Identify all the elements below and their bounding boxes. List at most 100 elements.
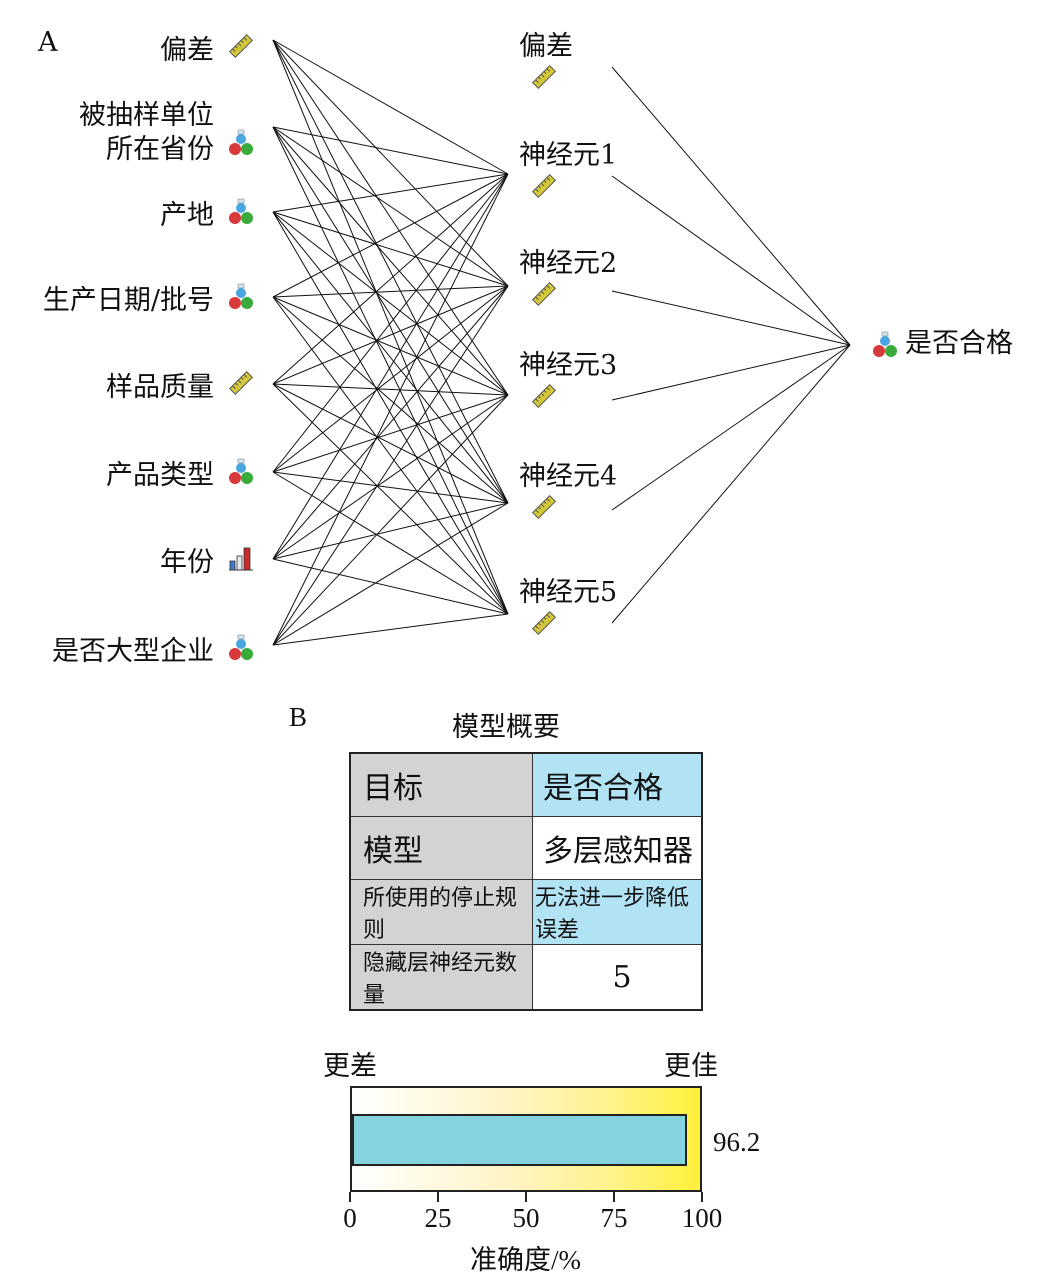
axis-tick (525, 1192, 527, 1202)
input-node-label: 年份 (14, 546, 214, 580)
network-edge (272, 211, 509, 396)
summary-key-stopping-rule: 所使用的停止规则 (349, 879, 533, 945)
summary-key-hidden-count: 隐藏层神经元数量 (349, 944, 533, 1011)
ruler-icon (228, 33, 254, 63)
input-node-label-line: 年份 (160, 547, 214, 578)
model-summary-title: 模型概要 (452, 712, 560, 742)
ruler-icon (228, 370, 254, 400)
network-edge (272, 173, 509, 560)
network-edge (272, 502, 509, 646)
table-row: 所使用的停止规则 无法进一步降低误差 (349, 879, 703, 945)
axis-tick-label: 0 (343, 1203, 357, 1233)
hidden-node-label: 神经元2 (519, 248, 618, 279)
network-edge (272, 471, 509, 615)
network-edge (272, 126, 509, 396)
axis-tick-label: 75 (600, 1203, 628, 1233)
axis-tick-label: 50 (512, 1203, 540, 1233)
nominal-icon (228, 198, 254, 230)
nominal-icon (228, 283, 254, 315)
network-edge (272, 502, 509, 560)
axis-tick-label: 25 (424, 1203, 452, 1233)
network-edge (272, 126, 509, 175)
network-edge (272, 285, 509, 385)
network-edge (611, 344, 851, 401)
input-node-label-line: 产地 (160, 200, 214, 231)
network-edge (611, 66, 851, 346)
network-edges (272, 39, 851, 646)
network-edge (272, 173, 509, 385)
nominal-icon (228, 458, 254, 490)
network-edge (272, 471, 509, 504)
table-row: 目标 是否合格 (349, 752, 703, 817)
hidden-node-label: 神经元1 (519, 140, 618, 171)
axis-tick (349, 1192, 351, 1202)
network-diagram (272, 39, 851, 646)
input-node-label: 是否大型企业 (14, 635, 214, 669)
network-edge (272, 39, 509, 396)
network-edge (272, 211, 509, 504)
summary-value-stopping-rule: 无法进一步降低误差 (532, 879, 703, 945)
network-edge (272, 394, 509, 646)
network-edge (272, 173, 509, 473)
ruler-icon (531, 610, 557, 640)
network-edge (272, 39, 509, 504)
network-edge (272, 126, 509, 504)
network-edge (272, 613, 509, 646)
summary-value-model: 多层感知器 (532, 816, 703, 880)
network-edge (272, 173, 509, 298)
axis-tick (701, 1192, 703, 1202)
axis-tick-label: 100 (681, 1203, 723, 1233)
input-node-label: 产地 (14, 199, 214, 233)
panel-b-label: B (289, 702, 308, 732)
network-edge (272, 211, 509, 615)
input-node-label-line: 生产日期/批号 (42, 285, 214, 316)
network-edge (272, 126, 509, 615)
input-node-label: 被抽样单位所在省份 (14, 99, 214, 167)
hidden-node-label: 神经元4 (519, 461, 618, 492)
accuracy-value: 96.2 (713, 1127, 761, 1157)
network-edge (272, 39, 509, 175)
hidden-node-label: 神经元5 (519, 577, 618, 608)
ruler-icon (531, 281, 557, 311)
output-node-label: 是否合格 (905, 328, 1013, 359)
network-edge (272, 558, 509, 615)
ruler-icon (531, 64, 557, 94)
network-edge (611, 344, 851, 511)
panel-a-label: A (38, 27, 58, 58)
bar-chart-icon (228, 545, 254, 575)
input-node-label: 偏差 (14, 34, 214, 68)
summary-value-target: 是否合格 (532, 752, 703, 817)
network-edge (272, 285, 509, 473)
ruler-icon (531, 173, 557, 203)
network-edge (611, 175, 851, 346)
network-edge (272, 39, 509, 615)
input-node-label-line: 样品质量 (106, 372, 214, 403)
gauge-better-label: 更佳 (664, 1051, 718, 1081)
accuracy-bar (352, 1114, 687, 1166)
network-edge (272, 296, 509, 504)
network-edge (611, 344, 851, 624)
network-edge (272, 394, 509, 473)
network-edge (272, 383, 509, 396)
input-node-label: 生产日期/批号 (14, 284, 214, 318)
input-node-label-line: 产品类型 (106, 460, 214, 491)
nominal-icon (228, 129, 254, 161)
network-edge (272, 39, 509, 287)
input-node-label-line: 被抽样单位 (79, 100, 214, 131)
summary-value-hidden-count: 5 (532, 944, 703, 1011)
network-edge (272, 296, 509, 615)
model-summary-table: 目标 是否合格 模型 多层感知器 所使用的停止规则 无法进一步降低误差 隐藏层神… (349, 752, 703, 1011)
input-node-label: 产品类型 (14, 459, 214, 493)
table-row: 隐藏层神经元数量 5 (349, 944, 703, 1011)
summary-key-model: 模型 (349, 816, 533, 880)
hidden-node-label: 神经元3 (519, 350, 618, 381)
network-edge (272, 126, 509, 287)
input-node-label-line: 是否大型企业 (52, 636, 214, 667)
network-edge (272, 383, 509, 615)
network-edge (272, 285, 509, 298)
axis-tick (437, 1192, 439, 1202)
input-node-label: 样品质量 (14, 371, 214, 405)
network-edge (272, 173, 509, 213)
network-edge (272, 285, 509, 646)
accuracy-axis-label: 准确度/% (470, 1245, 581, 1275)
